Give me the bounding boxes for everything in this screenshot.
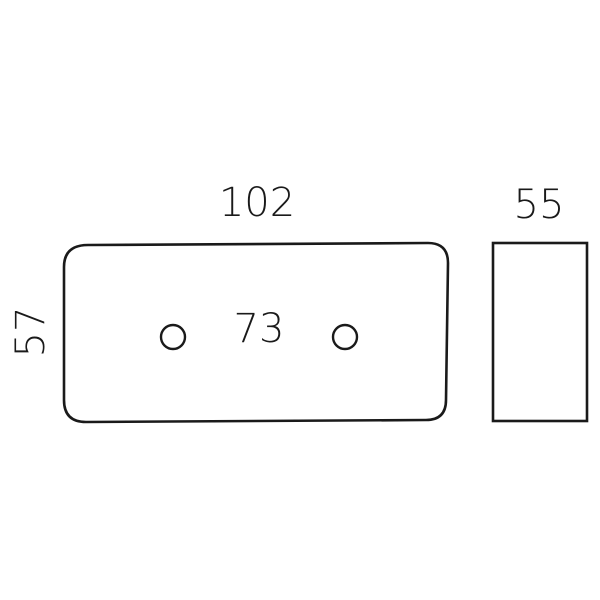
hole-spacing-dimension-label: 73 <box>234 306 285 352</box>
width-dimension-label: 102 <box>219 180 295 226</box>
front-view: 102 57 73 <box>8 180 450 424</box>
mounting-hole-right <box>331 323 359 351</box>
height-dimension-label: 57 <box>8 307 54 358</box>
depth-dimension-label: 55 <box>514 182 565 228</box>
side-view: 55 <box>491 182 589 423</box>
side-view-outline <box>491 241 589 423</box>
mounting-hole-left <box>159 323 187 351</box>
front-view-outline <box>62 241 450 424</box>
